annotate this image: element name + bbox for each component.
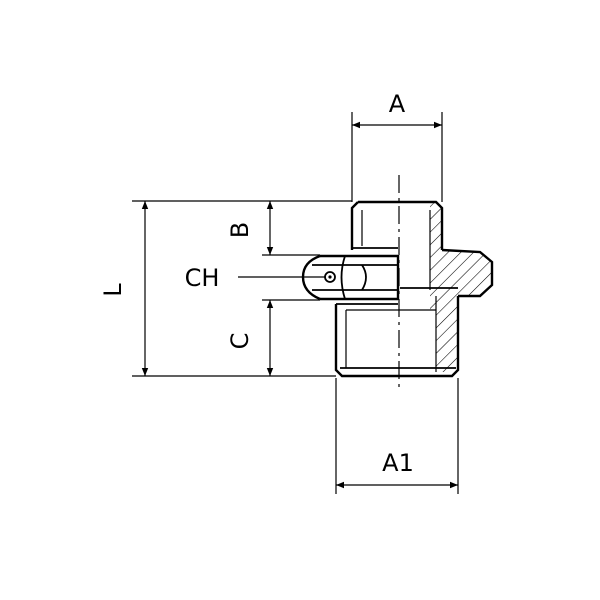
extension-lines — [132, 112, 459, 494]
fitting-body-outline — [334, 200, 494, 378]
section-hatching — [430, 202, 492, 372]
label-ch: CH — [185, 264, 220, 292]
label-b: B — [226, 222, 254, 238]
label-a1: A1 — [382, 449, 414, 477]
label-c: C — [226, 333, 254, 350]
label-a: A — [389, 90, 406, 118]
label-l: L — [99, 283, 127, 297]
